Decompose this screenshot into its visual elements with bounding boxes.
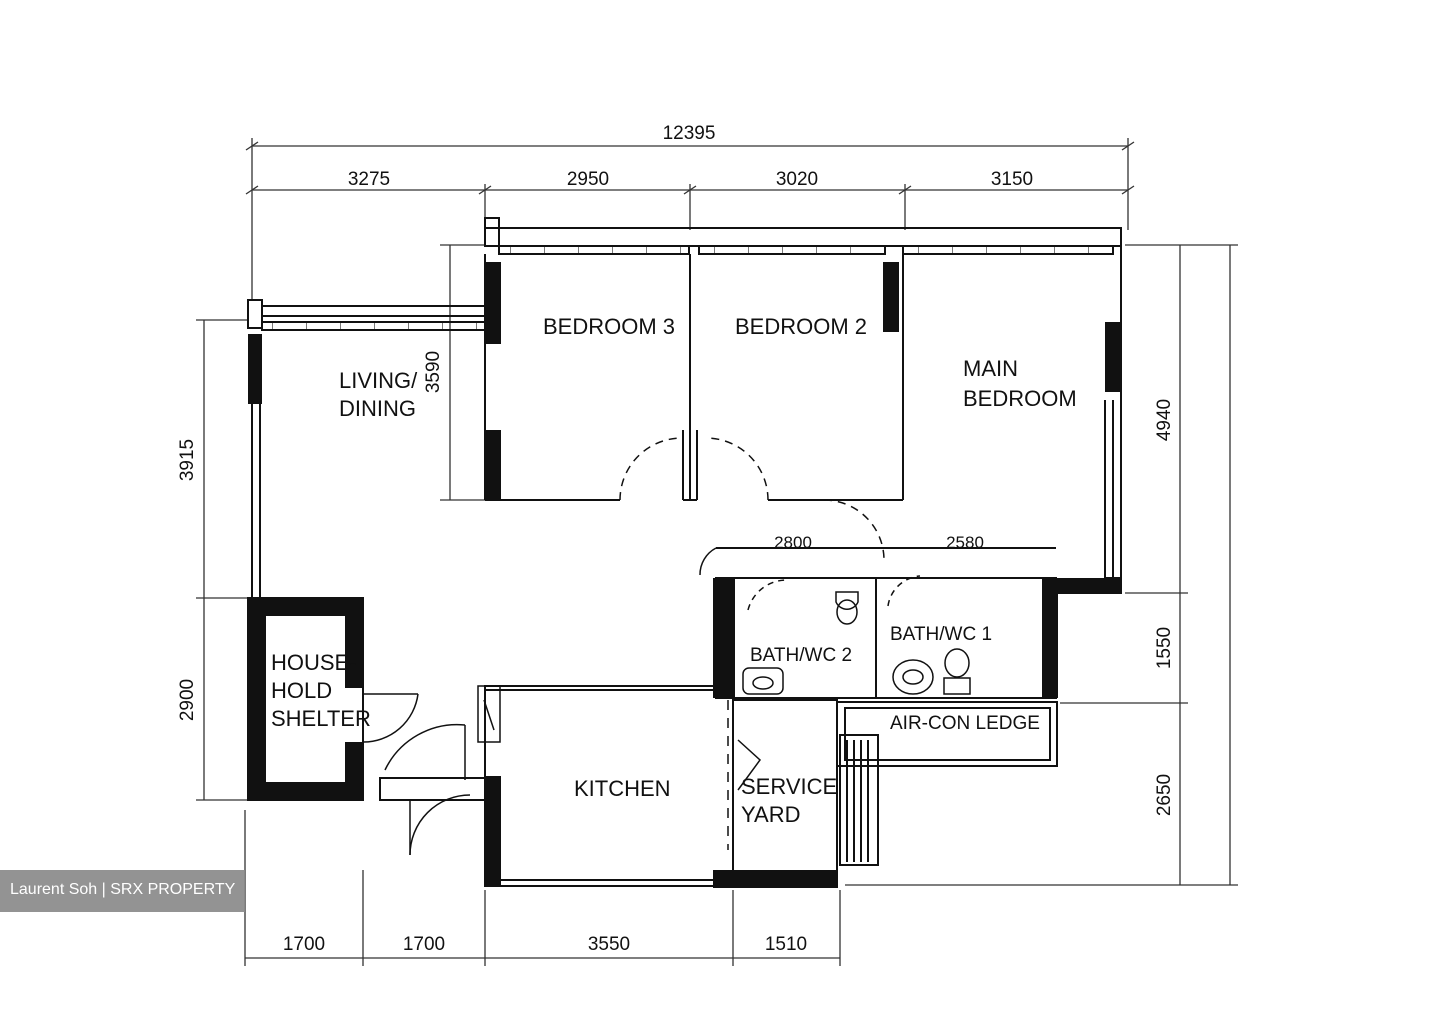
dim-left-1: 3915 [177,439,198,481]
dim-bottom-2: 1700 [403,934,445,955]
dim-right-2: 1550 [1154,627,1175,669]
label-bath-1: BATH/WC 1 [890,624,992,645]
dim-bath1-width: 2580 [946,533,984,552]
dim-bottom-3: 3550 [588,934,630,955]
doors [362,437,921,856]
dim-bath2-width: 2800 [774,533,812,552]
fixtures [477,591,971,743]
room-labels: BEDROOM 3 BEDROOM 2 MAIN BEDROOM LIVING/… [271,314,1077,827]
label-kitchen: KITCHEN [574,776,671,801]
watermark-background [0,870,245,912]
dim-top-2: 2950 [567,169,609,190]
solid-walls [248,262,1122,888]
label-bath-2: BATH/WC 2 [750,645,852,666]
dimension-lines [196,138,1238,966]
label-main-bedroom-1: MAIN [963,356,1018,381]
dim-right-1: 4940 [1154,399,1175,441]
label-main-bedroom-2: BEDROOM [963,386,1077,411]
dim-bedroom3-depth: 3590 [423,351,444,393]
label-service-1: SERVICE [741,774,837,799]
dim-top-4: 3150 [991,169,1033,190]
dim-top-3: 3020 [776,169,818,190]
dim-overall-width: 12395 [663,123,716,144]
watermark-text: Laurent Soh | SRX PROPERTY [10,881,236,898]
label-aircon-ledge: AIR-CON LEDGE [890,713,1040,734]
walls [247,217,1122,887]
dim-right-3: 2650 [1154,774,1175,816]
label-bedroom-3: BEDROOM 3 [543,314,675,339]
label-living-1: LIVING/ [339,368,418,393]
dim-bottom-1: 1700 [283,934,325,955]
dim-bottom-4: 1510 [765,934,807,955]
label-shelter-3: SHELTER [271,706,371,731]
label-service-2: YARD [741,802,801,827]
dimension-labels: 12395 3275 2950 3020 3150 1700 1700 3550… [177,123,1175,955]
dim-left-2: 2900 [177,679,198,721]
label-shelter-2: HOLD [271,678,332,703]
label-living-2: DINING [339,396,416,421]
label-bedroom-2: BEDROOM 2 [735,314,867,339]
dim-top-1: 3275 [348,169,390,190]
label-shelter-1: HOUSE- [271,650,357,675]
